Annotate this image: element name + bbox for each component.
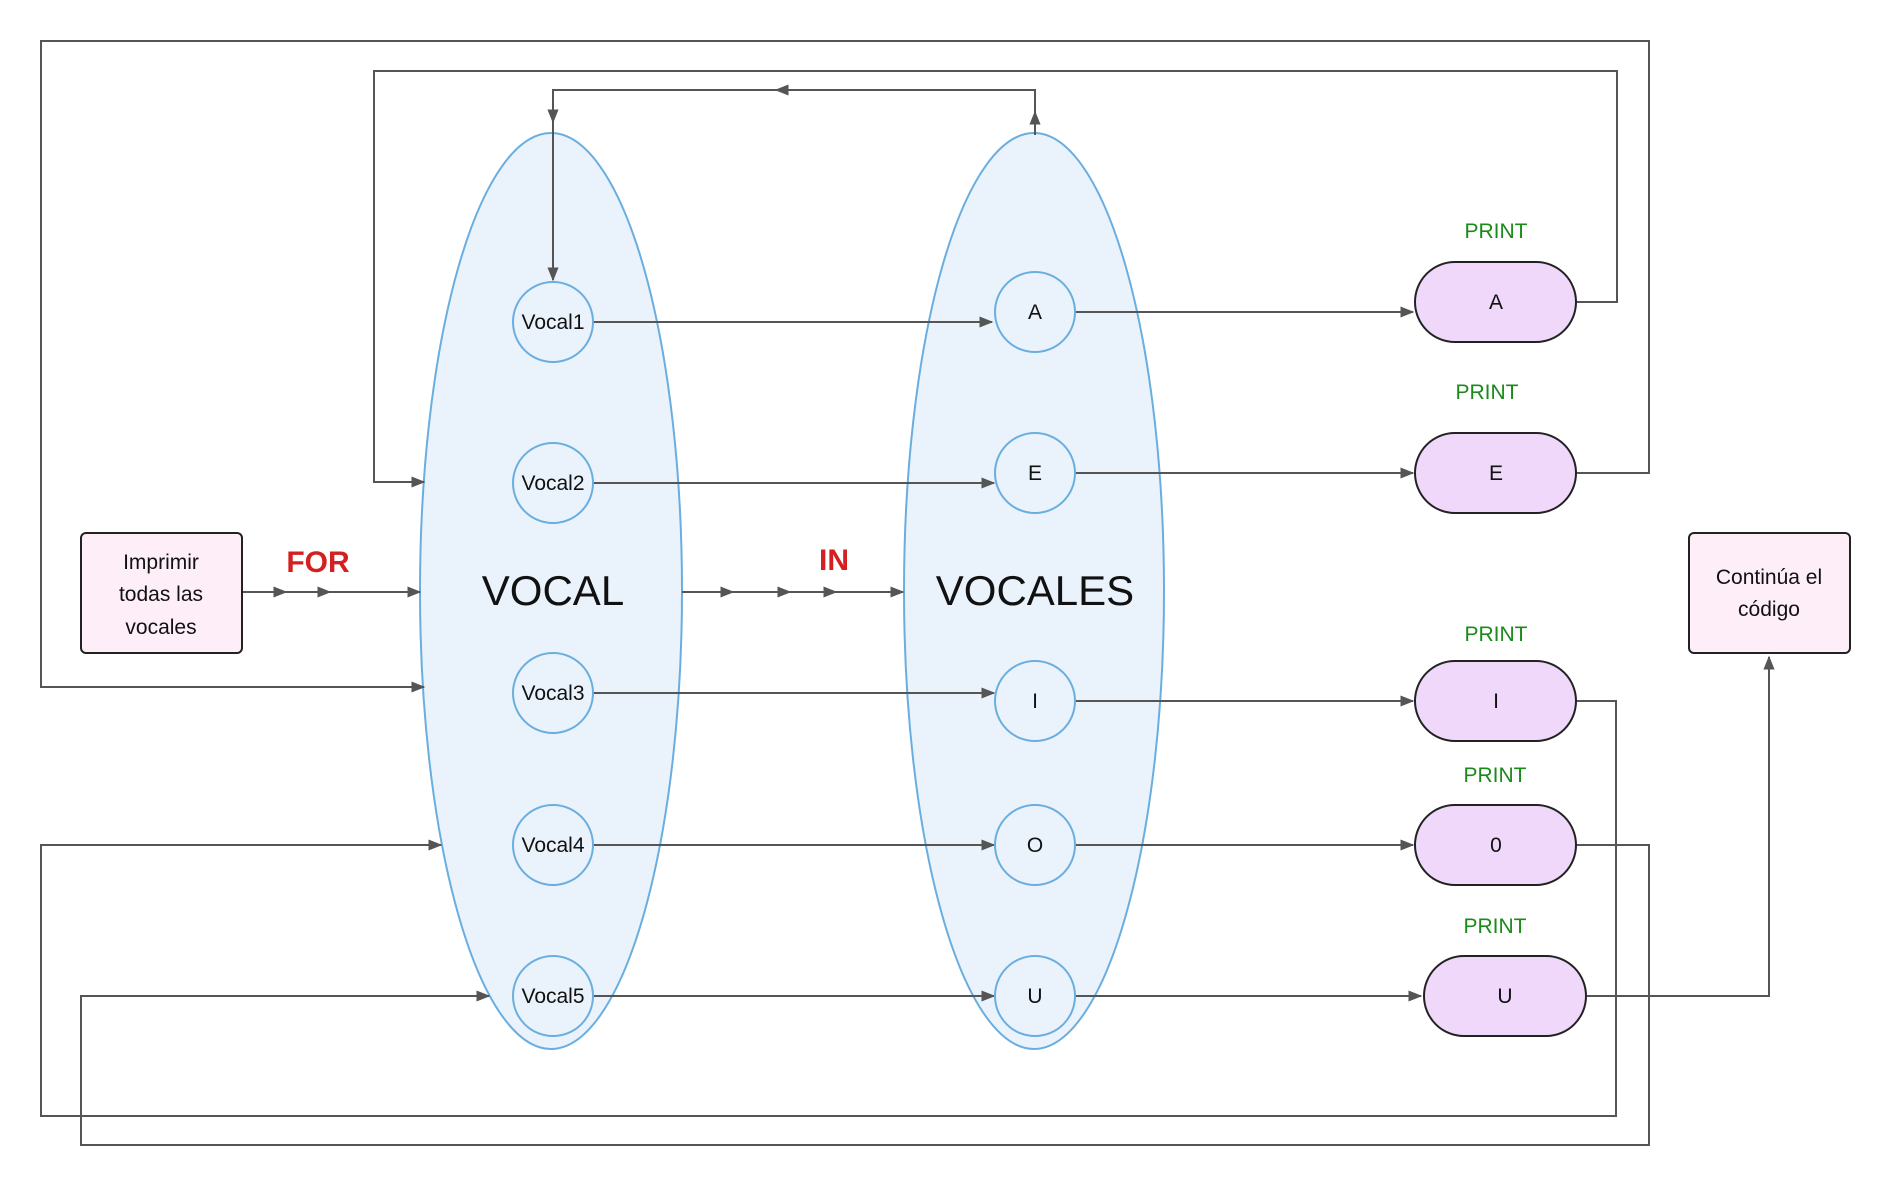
start-box: Imprimir todas las vocales	[80, 532, 243, 654]
output-node-i: PRINT I	[1414, 623, 1577, 742]
vocal-node-3: Vocal3	[512, 652, 594, 734]
output-o-value: 0	[1490, 834, 1502, 857]
output-node-e: PRINT E	[1414, 381, 1577, 514]
output-node-a: PRINT A	[1414, 220, 1577, 343]
output-e-value: E	[1489, 462, 1503, 485]
vocal-node-4-label: Vocal4	[521, 834, 584, 857]
end-box-line-1: Continúa el	[1716, 566, 1822, 589]
vocal-node-1-label: Vocal1	[521, 311, 584, 334]
output-u-value: U	[1497, 985, 1512, 1008]
edge-output-a-loop	[373, 70, 1618, 488]
vocales-node-o-label: O	[1027, 834, 1043, 857]
vocal-node-5-label: Vocal5	[521, 985, 584, 1008]
start-box-line-3: vocales	[125, 616, 196, 639]
vocal-node-5: Vocal5	[512, 955, 594, 1037]
keyword-in: IN	[819, 544, 849, 577]
output-o-print-label: PRINT	[1464, 764, 1527, 787]
output-a-value: A	[1489, 291, 1503, 314]
output-a-print-label: PRINT	[1465, 220, 1528, 243]
output-u-print-label: PRINT	[1464, 915, 1527, 938]
vocal-node-3-label: Vocal3	[521, 682, 584, 705]
vocales-node-a: A	[994, 271, 1076, 353]
start-box-line-2: todas las	[119, 583, 203, 606]
vocal-group-label: VOCAL	[482, 567, 624, 614]
vocal-node-2-label: Vocal2	[521, 472, 584, 495]
vocales-node-u: U	[994, 955, 1076, 1037]
vocales-node-u-label: U	[1027, 985, 1042, 1008]
end-box: Continúa el código	[1688, 532, 1851, 654]
output-node-u: PRINT U	[1423, 915, 1587, 1037]
edge-output-e-loop	[40, 40, 1650, 693]
output-i-value: I	[1493, 690, 1499, 713]
output-e-print-label: PRINT	[1456, 381, 1519, 404]
edge-output-u-to-end	[1586, 655, 1775, 997]
vocales-node-e: E	[994, 432, 1076, 514]
start-box-line-1: Imprimir	[123, 551, 199, 574]
end-box-line-2: código	[1738, 598, 1800, 621]
vocales-node-i-label: I	[1032, 690, 1038, 713]
vocales-node-i: I	[994, 660, 1076, 742]
keyword-for: FOR	[286, 546, 350, 579]
edge-output-o-loop	[80, 844, 1650, 1146]
output-i-print-label: PRINT	[1465, 623, 1528, 646]
vocales-group-label: VOCALES	[936, 567, 1134, 614]
vocal-node-2: Vocal2	[512, 442, 594, 524]
edge-output-i-loop	[40, 700, 1617, 1117]
vocal-node-1: Vocal1	[512, 281, 594, 363]
vocal-node-4: Vocal4	[512, 804, 594, 886]
vocales-node-e-label: E	[1028, 462, 1042, 485]
vocales-node-o: O	[994, 804, 1076, 886]
output-node-o: PRINT 0	[1414, 764, 1577, 886]
vocales-node-a-label: A	[1028, 301, 1042, 324]
